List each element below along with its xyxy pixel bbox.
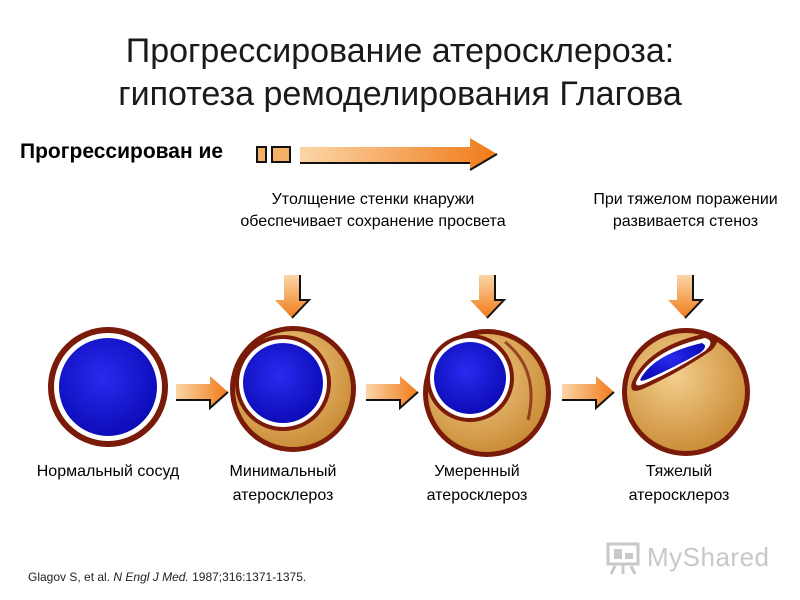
vessel-moderate: [423, 329, 551, 457]
myshared-logo: MyShared: [605, 540, 769, 576]
citation-authors: Glagov S, et al.: [28, 570, 111, 584]
vessel-severe: [622, 328, 750, 456]
down-arrow-3: [668, 275, 705, 319]
stage-arrow-3: [562, 376, 615, 411]
progression-arrow: [256, 138, 498, 171]
page-title: Прогрессирование атеросклероза: гипотеза…: [0, 30, 800, 116]
projector-icon: [606, 542, 640, 575]
stage-arrow-1: [176, 376, 229, 411]
title-line-1: Прогрессирование атеросклероза:: [125, 32, 675, 70]
down-arrow-1: [275, 275, 312, 319]
citation-journal: N Engl J Med.: [113, 570, 189, 584]
stage-label-minimal: Минимальный атеросклероз: [229, 463, 337, 504]
stage-label-severe: Тяжелый атеросклероз: [628, 463, 730, 504]
vessel-normal: [48, 327, 168, 447]
caption-severe-stenosis: При тяжелом поражении развивается стеноз: [593, 191, 778, 230]
stage-arrow-2: [366, 376, 419, 411]
stage-label-moderate: Умеренный атеросклероз: [426, 463, 528, 504]
title-line-2: гипотеза ремоделирования Глагова: [118, 75, 682, 113]
down-arrow-2: [470, 275, 507, 319]
citation-ref: 1987;316:1371-1375.: [192, 570, 307, 584]
stage-label-normal: Нормальный сосуд: [36, 463, 180, 480]
caption-wall-thickening: Утолщение стенки кнаружи обеспечивает со…: [240, 191, 506, 230]
logo-text: MyShared: [647, 542, 770, 572]
citation: Glagov S, et al. N Engl J Med. 1987;316:…: [28, 570, 306, 584]
progression-label: Прогрессирован ие: [20, 140, 224, 163]
vessel-minimal: [230, 326, 356, 452]
